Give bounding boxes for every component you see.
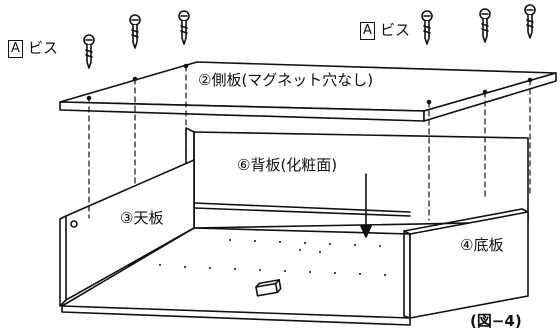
left-panel xyxy=(59,159,195,307)
screw-icon-left-1 xyxy=(83,34,95,69)
bottom-panel-label: ④底板 xyxy=(460,236,504,254)
screw-icon-right-1 xyxy=(421,10,433,45)
back-panel-arrow-icon xyxy=(360,173,372,238)
top-panel-label: ③天板 xyxy=(120,209,164,227)
screw-icon-left-2 xyxy=(129,14,141,49)
screw-group-left-label: ビス xyxy=(28,39,59,57)
screw-group-left-box: A xyxy=(8,40,23,58)
guide-lines xyxy=(88,65,531,221)
side-panel-label: ②側板(マグネット穴なし) xyxy=(198,71,374,89)
back-panel-label: ⑥背板(化粧面) xyxy=(237,156,338,174)
screw-icon-left-3 xyxy=(178,10,190,45)
back-panel xyxy=(185,127,529,229)
side-panel-plate xyxy=(59,61,557,122)
right-panel xyxy=(403,208,529,319)
magnet-block-icon xyxy=(255,279,282,297)
screw-icon-right-3 xyxy=(524,4,536,39)
screw-group-right-box: A xyxy=(360,22,375,40)
screw-icon-right-2 xyxy=(479,8,491,43)
figure-label: (図−4) xyxy=(470,312,522,330)
screw-group-right-label: ビス xyxy=(380,21,411,39)
